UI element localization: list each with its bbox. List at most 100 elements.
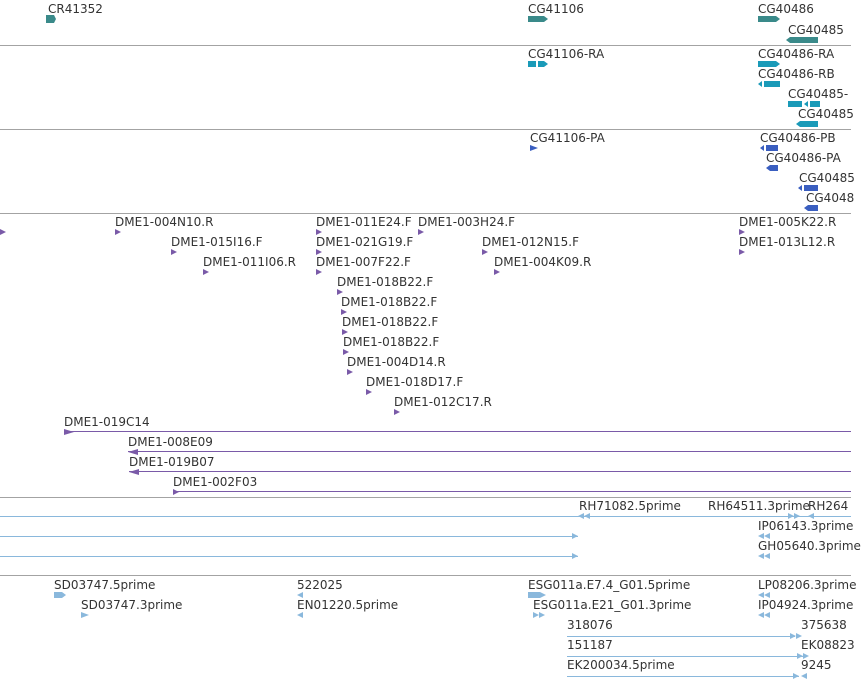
cdna-label: ESG011a.E7.4_G01.5prime — [528, 578, 691, 592]
transcript-track: CG41106-RA CG40486-RA CG40486-RB CG40485… — [0, 46, 854, 130]
protein-feature[interactable] — [766, 165, 778, 171]
transcript-feature[interactable] — [758, 81, 780, 87]
bac-end-feature[interactable] — [0, 229, 6, 235]
bac-end-label: DME1-003H24.F — [418, 215, 516, 229]
cdna-feature[interactable] — [758, 612, 772, 618]
bac-end-label: DME1-015I16.F — [171, 235, 263, 249]
gene-feature[interactable] — [758, 16, 780, 22]
bac-end-label: DME1-011I06.R — [203, 255, 297, 269]
cdna-feature[interactable] — [758, 592, 772, 598]
cdna-feature[interactable] — [578, 513, 592, 519]
protein-feature[interactable] — [804, 205, 818, 211]
bac-end-feature[interactable] — [482, 249, 488, 255]
bac-end-label: DME1-019B07 — [129, 455, 215, 469]
cdna-feature[interactable] — [297, 592, 303, 598]
bac-end-feature[interactable] — [366, 389, 372, 395]
bac-clone-span[interactable] — [64, 431, 851, 432]
bac-end-feature[interactable] — [337, 289, 343, 295]
bac-end-label: DME1-011E24.F — [316, 215, 412, 229]
cdna-label: LP08206.3prime — [758, 578, 857, 592]
bac-end-feature[interactable] — [64, 429, 74, 435]
bac-end-feature[interactable] — [418, 229, 424, 235]
bac-end-feature[interactable] — [128, 449, 138, 455]
bac-end-feature[interactable] — [342, 329, 348, 335]
bac-end-feature[interactable] — [316, 229, 322, 235]
cdna-span[interactable] — [567, 656, 803, 657]
gene-label: CR41352 — [48, 2, 103, 16]
cdna-feature[interactable] — [54, 592, 66, 598]
bac-end-label: DME1-004D14.R — [347, 355, 446, 369]
cdna-span[interactable] — [0, 556, 578, 557]
bac-end-track: DME1-004N10.R DME1-015I16.F DME1-011I06.… — [0, 214, 851, 498]
bac-end-feature[interactable] — [347, 369, 353, 375]
bac-end-label: DME1-021G19.F — [316, 235, 414, 249]
transcript-label: CG41106-RA — [528, 47, 605, 61]
bac-end-feature[interactable] — [115, 229, 121, 235]
cdna-feature[interactable] — [81, 612, 89, 618]
bac-end-feature[interactable] — [129, 469, 139, 475]
protein-label: CG40485 — [799, 171, 855, 185]
bac-end-feature[interactable] — [394, 409, 400, 415]
bac-end-label: DME1-012N15.F — [482, 235, 580, 249]
gene-feature[interactable] — [786, 37, 818, 43]
bac-clone-span[interactable] — [173, 491, 851, 492]
bac-end-feature[interactable] — [316, 249, 322, 255]
transcript-feature[interactable] — [528, 61, 548, 67]
cdna-label: SD03747.3prime — [81, 598, 183, 612]
protein-feature[interactable] — [530, 145, 538, 151]
cdna-span[interactable] — [0, 536, 578, 537]
gene-track: CR41352 CG41106 CG40486 CG40485 — [0, 0, 851, 46]
cdna-label: IP06143.3prime — [758, 519, 854, 533]
gene-label: CG40486 — [758, 2, 814, 16]
bac-end-feature[interactable] — [739, 249, 745, 255]
bac-end-feature[interactable] — [494, 269, 500, 275]
cdna-arrow — [793, 673, 807, 679]
protein-track: CG41106-PA CG40486-PB CG40486-PA CG40485… — [0, 130, 855, 214]
cdna-span[interactable] — [567, 676, 799, 677]
cdna-feature[interactable] — [297, 612, 303, 618]
bac-end-label: DME1-018B22.F — [342, 315, 439, 329]
cdna-arrow — [572, 533, 578, 539]
transcript-label: CG40486-RB — [758, 67, 835, 81]
bac-end-feature[interactable] — [341, 309, 347, 315]
protein-feature[interactable] — [760, 145, 778, 151]
cdna-label: EK08823 — [801, 638, 855, 652]
transcript-label: CG40485- — [788, 87, 849, 101]
bac-end-feature[interactable] — [171, 249, 177, 255]
cdna-feature[interactable] — [758, 533, 772, 539]
bac-end-label: DME1-013L12.R — [739, 235, 836, 249]
cdna-feature[interactable] — [808, 513, 818, 519]
bac-end-feature[interactable] — [739, 229, 745, 235]
gene-feature[interactable] — [528, 16, 548, 22]
cdna-feature[interactable] — [528, 592, 546, 598]
transcript-label: CG40485 — [798, 107, 854, 121]
protein-feature[interactable] — [798, 185, 818, 191]
cdna-span[interactable] — [0, 516, 851, 517]
cdna-label: SD03747.5prime — [54, 578, 156, 592]
transcript-feature[interactable] — [796, 121, 818, 127]
bac-end-label: DME1-018B22.F — [343, 335, 440, 349]
cdna-label: 151187 — [567, 638, 613, 652]
bac-end-label: DME1-018B22.F — [337, 275, 434, 289]
gene-label: CG40485 — [788, 23, 844, 37]
bac-clone-span[interactable] — [129, 471, 851, 472]
protein-label: CG40486-PA — [766, 151, 841, 165]
bac-end-label: DME1-002F03 — [173, 475, 258, 489]
bac-end-label: DME1-005K22.R — [739, 215, 837, 229]
protein-label: CG41106-PA — [530, 131, 605, 145]
cdna-span[interactable] — [567, 636, 795, 637]
bac-end-label: DME1-012C17.R — [394, 395, 492, 409]
cdna-feature[interactable] — [758, 553, 772, 559]
bac-end-label: DME1-004K09.R — [494, 255, 592, 269]
bac-end-feature[interactable] — [343, 349, 349, 355]
cdna-feature[interactable] — [533, 612, 547, 618]
bac-end-label: DME1-018B22.F — [341, 295, 438, 309]
bac-end-feature[interactable] — [203, 269, 209, 275]
bac-end-feature[interactable] — [173, 489, 179, 495]
bac-clone-span[interactable] — [128, 451, 851, 452]
cdna-feature[interactable] — [788, 513, 802, 519]
transcript-feature[interactable] — [758, 61, 780, 67]
gene-feature[interactable] — [46, 15, 56, 23]
transcript-feature[interactable] — [788, 101, 820, 107]
bac-end-feature[interactable] — [316, 269, 322, 275]
